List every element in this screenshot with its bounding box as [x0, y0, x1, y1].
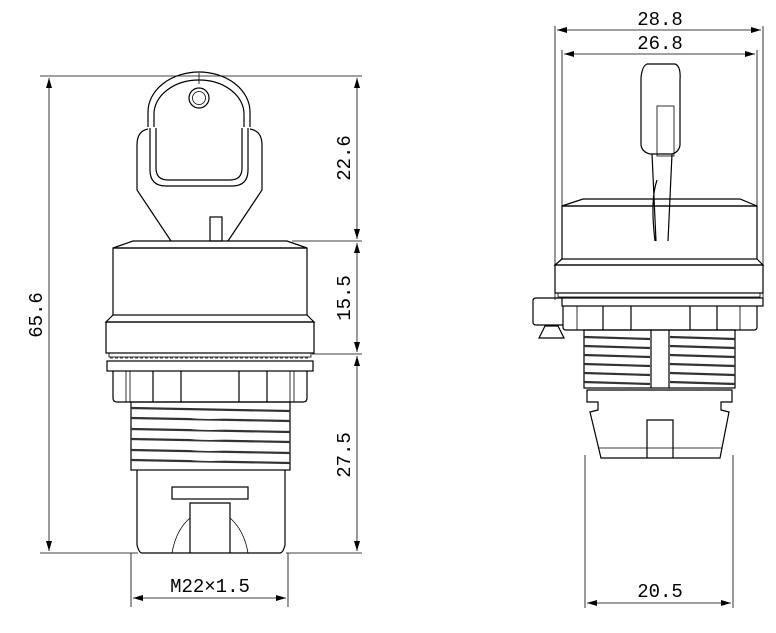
locking-tab: [532, 297, 565, 339]
body-width-label: 20.5: [637, 581, 683, 603]
side-view: 28.8 26.8: [532, 9, 765, 608]
body-height-label: 27.5: [334, 432, 356, 478]
overall-height-label: 65.6: [26, 292, 48, 338]
cap: [104, 240, 316, 359]
key: [136, 71, 263, 242]
contact-block-side: [586, 389, 733, 459]
cap-height-label: 15.5: [334, 275, 356, 321]
key-side: [640, 63, 681, 242]
thread: [130, 401, 291, 471]
cap-width-label: 26.8: [637, 33, 683, 55]
mounting-nut: [106, 360, 314, 403]
contact-block: [136, 470, 286, 554]
key-height-label: 22.6: [334, 135, 356, 181]
front-view: 65.6 22.6 15.5 27.5: [26, 71, 362, 607]
thread-label: M22×1.5: [170, 576, 250, 598]
thread-side: [583, 329, 736, 389]
outer-width-label: 28.8: [637, 9, 683, 31]
